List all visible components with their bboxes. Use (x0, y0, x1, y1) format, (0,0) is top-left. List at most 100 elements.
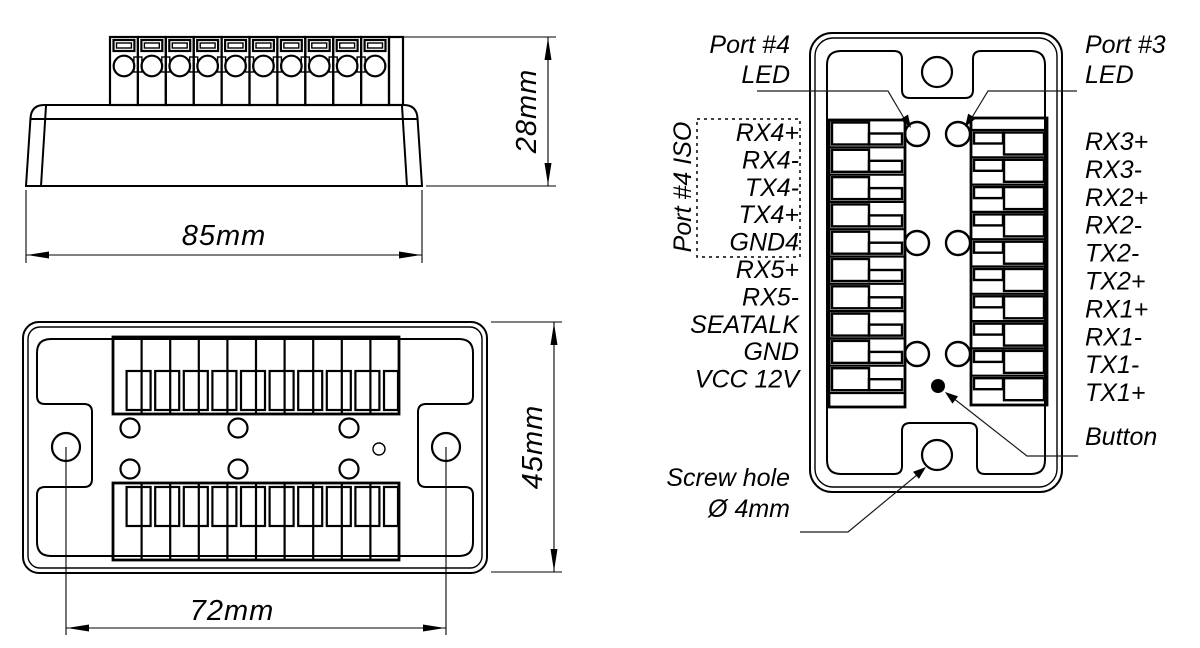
wire-slot (251, 38, 275, 53)
terminal-column-left (827, 118, 907, 409)
clamp-window (182, 485, 209, 528)
clamp-button (830, 203, 871, 228)
led-hole (227, 417, 249, 439)
port-leds (903, 120, 972, 368)
dim-label-28mm: 28mm (511, 69, 543, 155)
enclosure-top-outer (22, 321, 488, 574)
dim-arrow-bottom (550, 549, 558, 571)
dimension-72mm: 72mm (65, 447, 447, 635)
wire-entry (972, 158, 1005, 173)
screw-head (307, 54, 331, 78)
clamp-button (830, 230, 871, 255)
leader-arrowhead (900, 114, 911, 128)
screw-head (363, 54, 387, 78)
wire-slot-inner (143, 42, 160, 49)
button-label: Button (1085, 423, 1157, 451)
pin-label: TX2- (1085, 240, 1139, 268)
dim-label-45mm: 45mm (517, 405, 549, 490)
pin-label: TX2+ (1085, 268, 1145, 296)
port4-led-label-line2: LED (741, 61, 790, 89)
pin-label: VCC 12V (695, 366, 802, 394)
wire-entry (867, 214, 904, 228)
port-led (903, 229, 931, 257)
pin-label: RX3- (1085, 156, 1142, 184)
wire-entry (972, 240, 1005, 254)
wire-entry (972, 349, 1005, 364)
clamp-button (1002, 349, 1046, 375)
dim-arrow-top (544, 38, 552, 60)
clamp-button (830, 175, 871, 201)
wire-entry (972, 377, 1005, 391)
wire-entry (972, 131, 1005, 145)
port-led (944, 229, 972, 257)
wire-slot-inner (339, 42, 356, 49)
leader-arrowhead (945, 392, 959, 404)
terminal-column-right (969, 116, 1049, 407)
clamp-window (354, 369, 381, 412)
pin-label: RX1- (1085, 323, 1142, 351)
terminal-strips (111, 335, 401, 562)
dim-arrow-top (550, 323, 558, 345)
clamp-window (297, 485, 324, 528)
pin-label: SEATALK (690, 311, 800, 339)
wire-entry (867, 323, 904, 337)
pin-label: TX4- (745, 174, 799, 202)
clamp-button (830, 257, 871, 283)
pin-labels-left: RX4+RX4-TX4-TX4+GND4RX5+RX5-SEATALKGNDVC… (690, 119, 801, 394)
wire-entry (867, 296, 904, 310)
terminal-column (969, 116, 1049, 407)
clamp-button (830, 367, 871, 392)
leader-arrowhead (965, 113, 976, 127)
clamp-button (1002, 213, 1046, 238)
clamp-window (154, 369, 181, 412)
enclosure-corner-line-left (40, 105, 47, 187)
clamp-button (830, 312, 871, 337)
wire-entry (972, 267, 1005, 282)
wire-slot (140, 38, 164, 53)
pin-label: RX3+ (1085, 128, 1148, 156)
port-led (903, 340, 931, 368)
wire-entry (867, 186, 904, 201)
pinout-inner (814, 37, 1058, 488)
enclosure-corner-line-right (401, 105, 408, 187)
clamp-button (1002, 185, 1046, 211)
wire-slot (196, 38, 220, 53)
leader-port3-led (967, 90, 1077, 125)
screw-head (252, 54, 275, 78)
wire-entry (972, 185, 1005, 200)
screw-head (196, 54, 220, 78)
wire-slot-inner (115, 42, 133, 49)
wire-slot (335, 38, 359, 53)
pin-label: GND4 (730, 229, 799, 257)
screw-head (112, 54, 136, 78)
clamp-button (1002, 158, 1046, 184)
clamp-button (830, 121, 871, 146)
clamp-window (239, 485, 267, 528)
screw-hole-label-line2: Ø 4mm (707, 495, 790, 523)
wire-slot (168, 38, 192, 53)
pin-label: RX2- (1085, 212, 1142, 240)
wire-entry (972, 322, 1005, 336)
view-top: 45mm 72mm (22, 321, 562, 635)
dim-arrow-bottom (544, 163, 552, 185)
wire-slot (279, 38, 303, 53)
dim-arrow-left (67, 624, 89, 632)
view-pinout: Port #4 LED Port #3 LED Port #4 ISO Butt… (666, 31, 1166, 533)
clamp-window (268, 369, 295, 412)
wire-slot-inner (227, 42, 244, 49)
clamp-window (297, 369, 324, 412)
port3-led-label-line2: LED (1085, 61, 1134, 89)
pin-label: RX4+ (736, 119, 799, 147)
clamp-button (1002, 131, 1046, 156)
wire-entry (867, 132, 904, 146)
button-hole (372, 442, 386, 456)
wire-slot-inner (366, 42, 384, 49)
clamp-window (382, 485, 400, 528)
wire-entry (867, 350, 904, 365)
clamp-window (268, 485, 295, 528)
clamp-window (325, 485, 352, 528)
leader-button (947, 393, 1078, 457)
wire-slot-inner (311, 42, 328, 49)
dim-arrow-right (399, 251, 421, 259)
